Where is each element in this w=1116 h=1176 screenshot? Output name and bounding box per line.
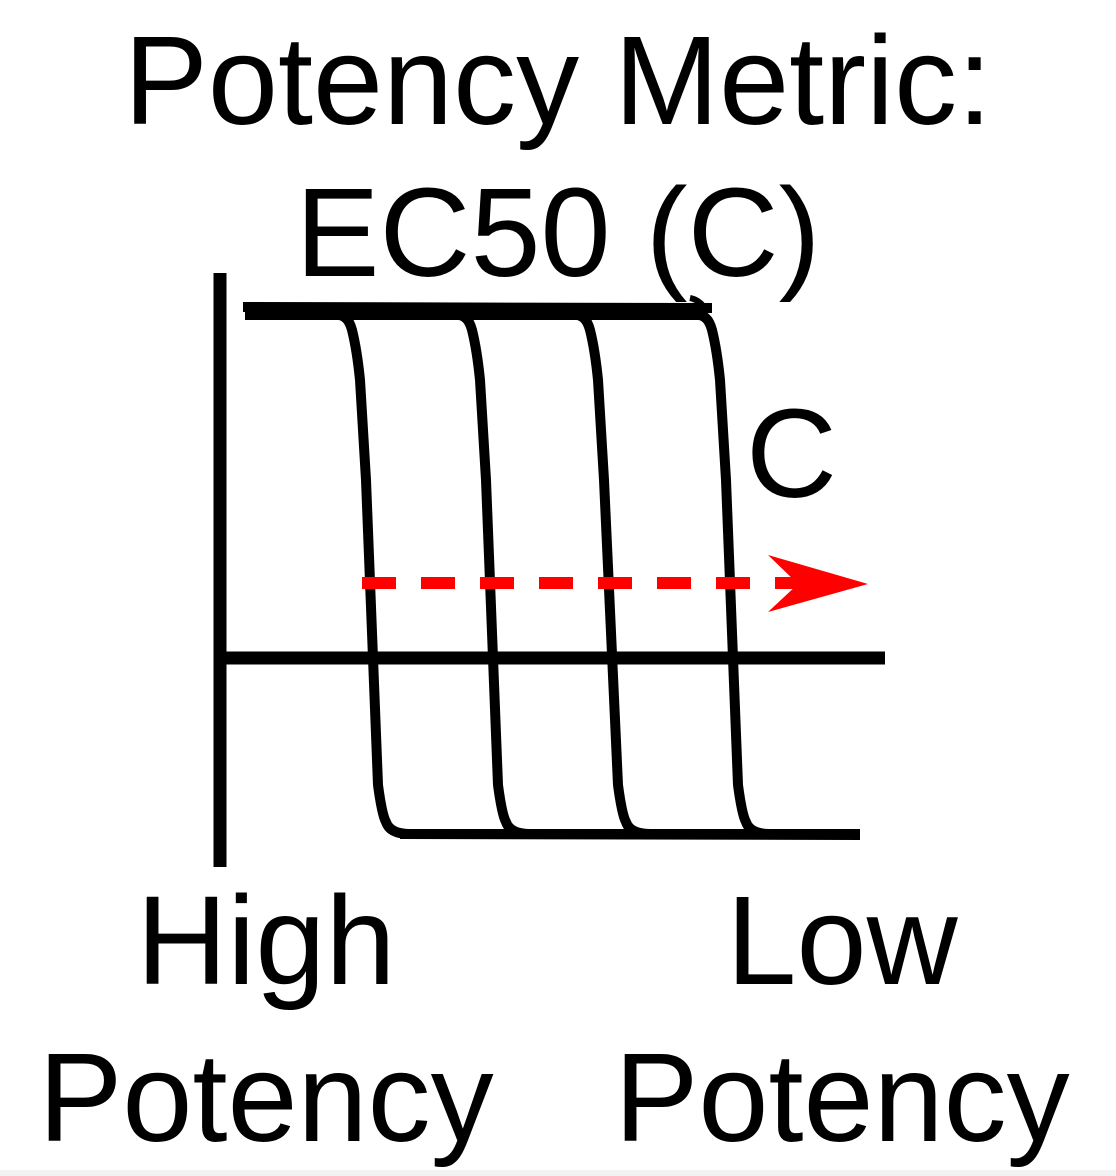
- title-line-2: EC50 (C): [295, 162, 820, 303]
- top-plateau-line: [242, 302, 713, 313]
- low-potency-label-line-1: Low: [726, 870, 958, 1011]
- high-potency-label-line-1: High: [136, 870, 395, 1011]
- ec50-shift-arrow-head: [768, 555, 868, 612]
- dose-response-curve-4: [576, 310, 860, 839]
- ec50-shift-arrow: [362, 555, 868, 612]
- title-line-1: Potency Metric:: [124, 10, 992, 151]
- title-connector: [689, 295, 709, 312]
- dose-response-curve-1: [245, 310, 520, 839]
- low-potency-label-line-2: Potency: [614, 1027, 1069, 1168]
- concentration-label: C: [746, 383, 837, 524]
- dose-response-curve-3: [458, 310, 760, 839]
- dose-response-curve-2: [338, 310, 640, 839]
- high-potency-label-line-2: Potency: [38, 1027, 493, 1168]
- bottom-edge-band: [0, 1170, 1116, 1176]
